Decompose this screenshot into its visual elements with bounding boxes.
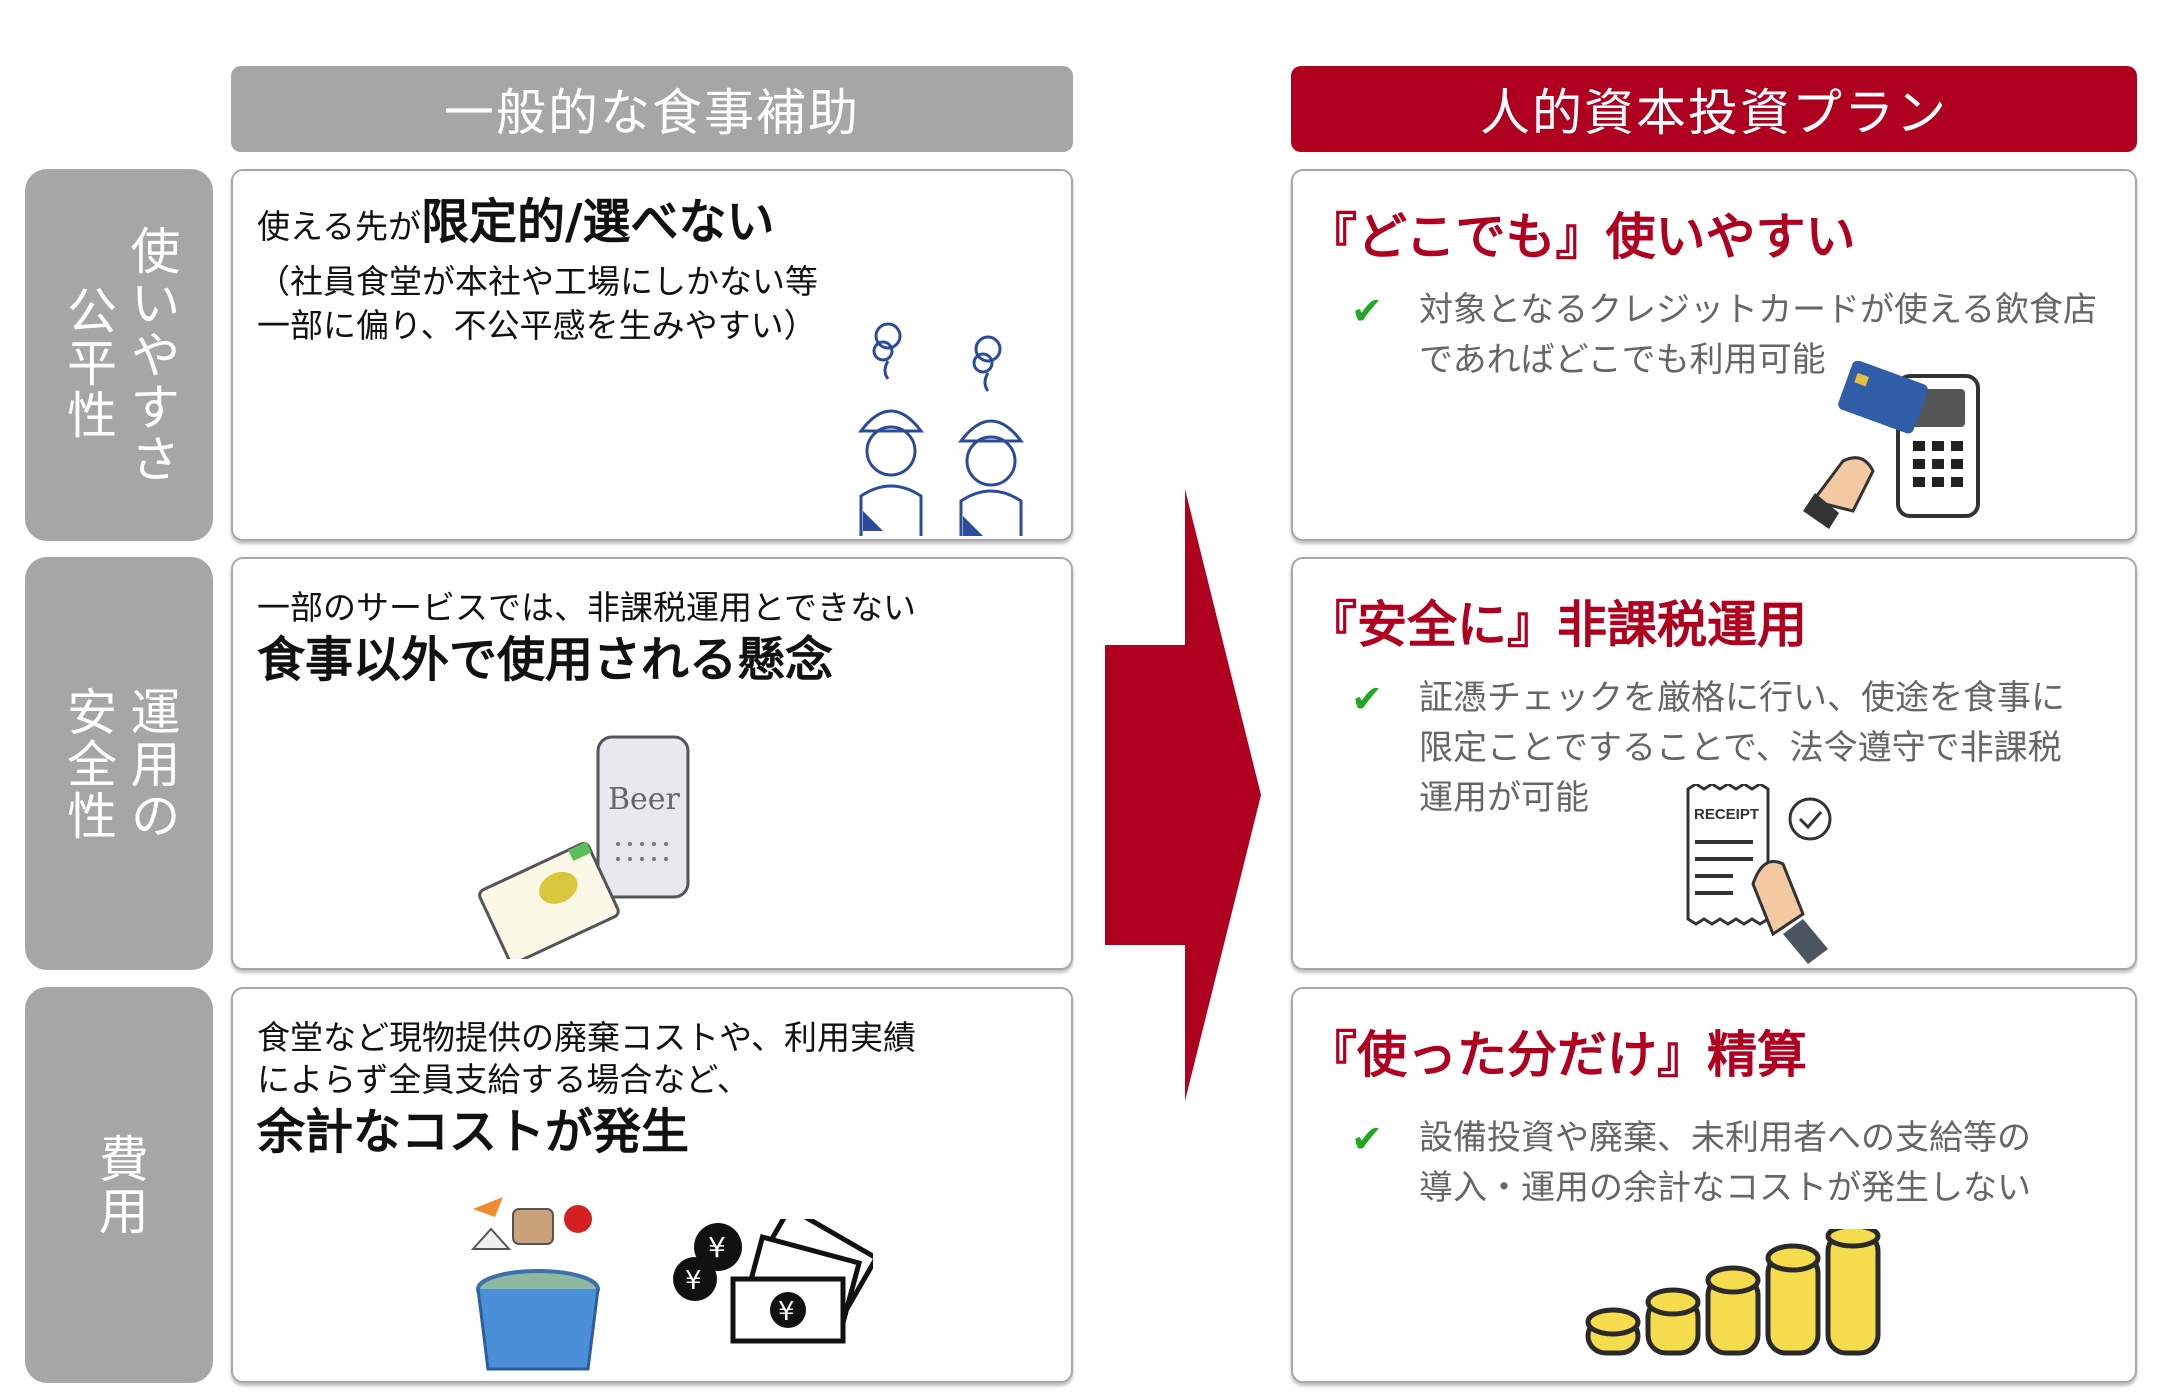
- svg-text:Beer: Beer: [608, 782, 681, 817]
- card-title: 『どこでも』使いやすい: [1307, 208, 1856, 266]
- row-label-text: 公平性: [59, 285, 117, 441]
- header-general-meal-subsidy: 一般的な食事補助: [231, 66, 1073, 152]
- receipt-label: RECEIPT: [1694, 806, 1759, 823]
- card-title: 『使った分だけ』精算: [1307, 1026, 1807, 1084]
- card-emphasis: 限定的/選べない: [421, 194, 775, 250]
- card-body-2: 限定ことですることで、法令遵守で非課税: [1419, 728, 2062, 768]
- card-body-2: であればどこでも利用可能: [1419, 340, 1826, 380]
- card-body-3: 運用が可能: [1419, 778, 1589, 818]
- row-label-text: 安全性: [59, 685, 117, 842]
- card-body-1: 証憑チェックを厳格に行い、使途を食事に: [1419, 678, 2065, 718]
- card-general-cost: 食堂など現物提供の廃棄コストや、利用実績 によらず全員支給する場合など、 余計な…: [231, 987, 1073, 1383]
- receipt-check-icon: RECEIPT: [1686, 784, 1832, 964]
- svg-text:¥: ¥: [778, 1297, 795, 1327]
- card-body-1: 対象となるクレジットカードが使える飲食店: [1419, 290, 2097, 330]
- coin-stacks-icon: [1585, 1229, 1881, 1356]
- card-note-1: （社員食堂が本社や工場にしかない等: [257, 262, 818, 301]
- row-label-text: 費用: [90, 1133, 149, 1237]
- credit-card-terminal-icon: [1803, 361, 1980, 529]
- card-plan-usability: 『どこでも』使いやすい ✔ 対象となるクレジットカードが使える飲食店 であればど…: [1291, 169, 2137, 541]
- yen-money-icon: ¥ ¥ ¥: [673, 1219, 873, 1344]
- card-body-1: 設備投資や廃棄、未利用者への支給等の: [1419, 1118, 2031, 1158]
- card-general-safety: 一部のサービスでは、非課税運用とできない 食事以外で使用される懸念 Beer: [231, 557, 1073, 970]
- row-label-safety: 運用の 安全性: [25, 557, 213, 970]
- header-human-capital-plan: 人的資本投資プラン: [1291, 66, 2137, 152]
- svg-text:¥: ¥: [685, 1266, 702, 1296]
- row-label-cost: 費用: [25, 987, 213, 1383]
- row-label-text: 使いやすさ: [122, 225, 181, 485]
- card-lead: 使える先が: [257, 207, 422, 246]
- card-emphasis: 食事以外で使用される懸念: [257, 632, 834, 688]
- card-intro-2: によらず全員支給する場合など、: [257, 1060, 750, 1099]
- card-intro-1: 食堂など現物提供の廃棄コストや、利用実績: [257, 1018, 917, 1057]
- card-title: 『安全に』非課税運用: [1307, 596, 1807, 654]
- card-general-usability: 使える先が限定的/選べない （社員食堂が本社や工場にしかない等 一部に偏り、不公…: [231, 169, 1073, 541]
- row-label-text: 運用の: [122, 685, 181, 842]
- check-icon: ✔: [1351, 289, 1383, 333]
- card-note-2: 一部に偏り、不公平感を生みやすい）: [257, 306, 817, 345]
- check-icon: ✔: [1351, 677, 1383, 721]
- yen-glyph: ¥: [708, 1231, 726, 1264]
- header-right-text: 人的資本投資プラン: [1480, 84, 1948, 142]
- card-intro: 一部のサービスでは、非課税運用とできない: [257, 588, 917, 627]
- row-label-usability: 使いやすさ 公平性: [25, 169, 213, 541]
- right-arrow-icon: [1105, 489, 1261, 1101]
- food-waste-icon: [470, 1197, 600, 1371]
- card-body-2: 導入・運用の余計なコストが発生しない: [1419, 1168, 2031, 1208]
- card-emphasis: 余計なコストが発生: [257, 1104, 690, 1160]
- confused-workers-icon: [857, 322, 1025, 536]
- card-plan-cost: 『使った分だけ』精算 ✔ 設備投資や廃棄、未利用者への支給等の 導入・運用の余計…: [1291, 987, 2137, 1383]
- beer-and-cigarettes-icon: Beer: [478, 735, 690, 959]
- card-plan-safety: 『安全に』非課税運用 ✔ 証憑チェックを厳格に行い、使途を食事に 限定ことでする…: [1291, 557, 2137, 970]
- header-left-text: 一般的な食事補助: [444, 84, 860, 142]
- check-icon: ✔: [1351, 1117, 1383, 1161]
